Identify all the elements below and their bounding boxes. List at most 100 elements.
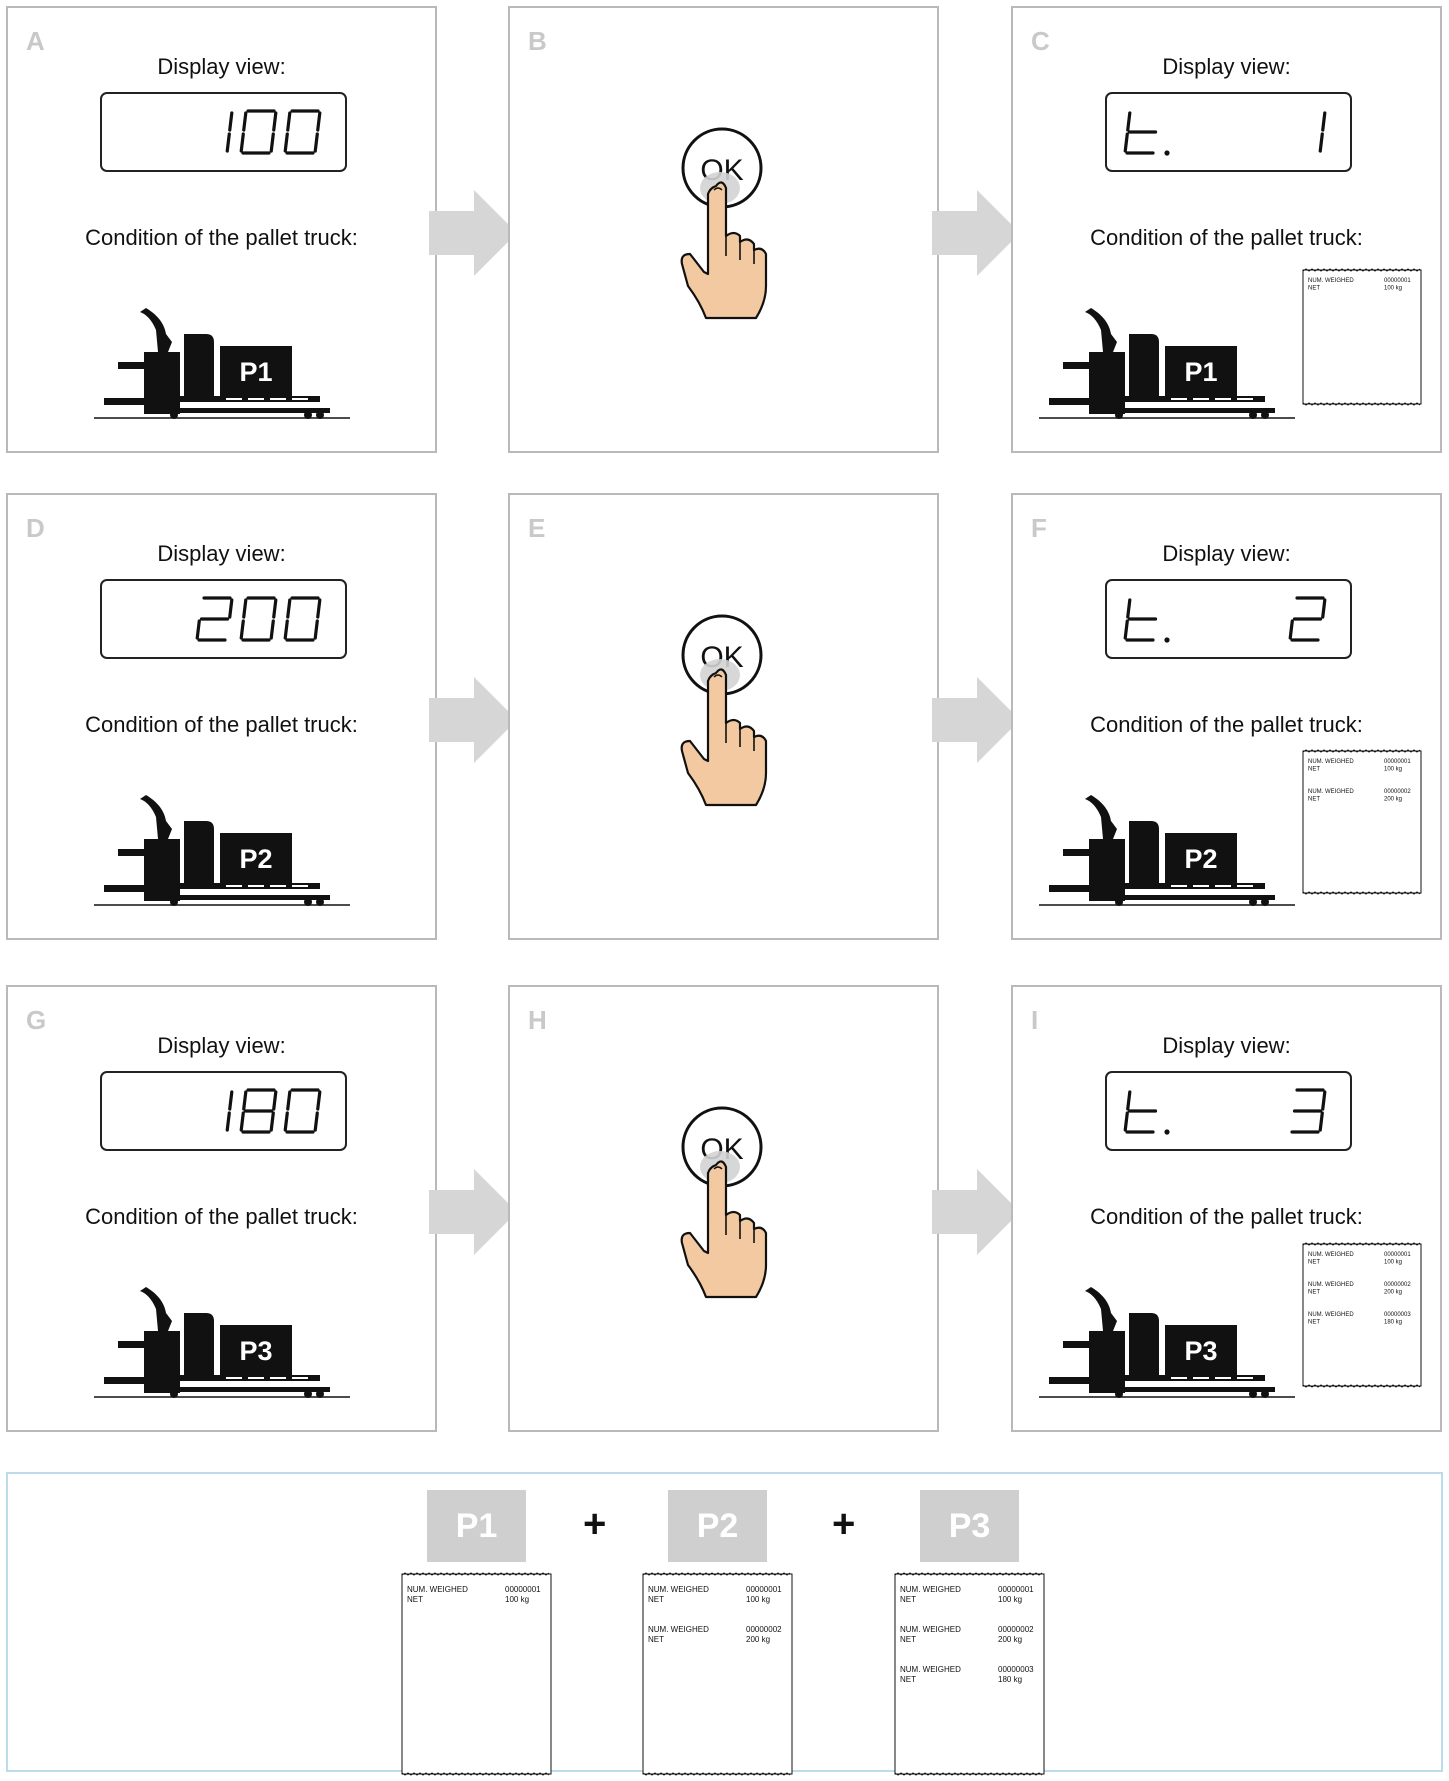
truck-foot: [104, 885, 150, 892]
pallet-truck-icon: P1: [94, 308, 352, 428]
hand-shape: [680, 1160, 768, 1299]
fork-slot: [226, 398, 242, 400]
display-segment: [239, 132, 245, 153]
receipt-text: 00000001: [746, 1585, 782, 1594]
pallet-label: P1: [239, 357, 272, 387]
truck-foot: [1049, 885, 1095, 892]
pallet-box: [1165, 833, 1237, 883]
receipt-text: NET: [648, 1635, 664, 1644]
panel-letter: F: [1031, 513, 1047, 543]
receipt-text: 180 kg: [1384, 1320, 1402, 1326]
display-caption: Display view:: [1162, 54, 1291, 79]
truck-wheel: [1249, 411, 1257, 419]
receipt-text: 100 kg: [1384, 767, 1402, 773]
receipt-text: NET: [1308, 1260, 1320, 1266]
receipt-text: 200 kg: [746, 1635, 770, 1644]
truck-wheel: [316, 898, 324, 906]
pallet-truck-icon: P1: [1039, 308, 1297, 428]
receipt-text: NET: [1308, 767, 1320, 773]
display-dot: [1164, 150, 1170, 156]
display-segment: [316, 598, 322, 619]
truck-wheel: [170, 411, 178, 419]
panel-d: D Display view: Condition of the pallet …: [6, 493, 437, 940]
panel-letter: E: [528, 513, 546, 543]
truck-arm: [118, 849, 146, 856]
receipt-paper: [642, 1573, 793, 1775]
receipt-tear-bottom: [1302, 891, 1421, 895]
display-segment: [269, 132, 275, 153]
truck-mast: [184, 1313, 214, 1375]
receipt-text: NUM. WEIGHED: [648, 1625, 709, 1634]
display-segment: [225, 1111, 231, 1132]
arrow-shape: [429, 190, 517, 276]
truck-wheel: [1261, 411, 1269, 419]
receipt-text: NUM. WEIGHED: [407, 1585, 468, 1594]
receipt-text: NUM. WEIGHED: [900, 1585, 961, 1594]
panel-g: G Display view: Condition of the pallet …: [6, 985, 437, 1432]
receipt-text: 100 kg: [998, 1595, 1022, 1604]
display-dot: [1164, 1129, 1170, 1135]
truck-wheel: [304, 411, 312, 419]
receipt-paper: [894, 1573, 1045, 1775]
fingernail: [713, 187, 723, 191]
hand-shape: [680, 668, 768, 807]
display-segment: [1321, 598, 1327, 619]
display-segment: [272, 598, 278, 619]
truck-wheel: [170, 1390, 178, 1398]
display-caption: Display view:: [157, 1033, 286, 1058]
pallet-label: P2: [1184, 844, 1217, 874]
receipt-tear-bottom: [1302, 1384, 1421, 1388]
plus-sign: +: [583, 1502, 607, 1546]
condition-caption: Condition of the pallet truck:: [1090, 1204, 1363, 1229]
truck-wheel: [1261, 1390, 1269, 1398]
receipt-text: NET: [900, 1675, 916, 1684]
pallet-box: [220, 833, 292, 883]
truck-foot: [104, 398, 150, 405]
display-segment: [1126, 598, 1132, 619]
arrow-icon: [429, 190, 517, 281]
display-segment: [1318, 1111, 1324, 1132]
scale-display: [1105, 1071, 1352, 1151]
panel-letter: H: [528, 1005, 547, 1035]
panel-b: B OK: [508, 6, 939, 453]
receipt-text: 100 kg: [505, 1595, 529, 1604]
display-segment: [228, 1090, 234, 1111]
fork-slot: [248, 1377, 264, 1379]
receipt-text: NET: [407, 1595, 423, 1604]
panel-letter: D: [26, 513, 45, 543]
seven-segment-readout: [225, 1088, 322, 1134]
display-caption: Display view:: [1162, 1033, 1291, 1058]
condition-caption: Condition of the pallet truck:: [1090, 712, 1363, 737]
truck-arm: [1063, 1341, 1091, 1348]
finger-lines: [725, 236, 755, 264]
truck-handle: [1085, 308, 1117, 352]
truck-wheel: [1249, 898, 1257, 906]
fork-slot: [1193, 398, 1209, 400]
pallet-box: [220, 1325, 292, 1375]
truck-mast: [1129, 334, 1159, 396]
truck-wheel: [1115, 898, 1123, 906]
truck-handle: [140, 308, 172, 352]
display-segment: [242, 1090, 248, 1111]
scale-display: [100, 92, 347, 172]
receipt-text: NUM. WEIGHED: [648, 1585, 709, 1594]
receipt-text: NUM. WEIGHED: [900, 1665, 961, 1674]
fingernail: [713, 1166, 723, 1170]
display-segment: [313, 619, 319, 640]
display-segment: [242, 111, 248, 132]
display-segment: [286, 598, 292, 619]
receipt-text: NET: [1308, 1290, 1320, 1296]
receipt-text: NET: [1308, 286, 1320, 292]
scale-display: [100, 1071, 347, 1151]
display-segment: [313, 132, 319, 153]
condition-caption: Condition of the pallet truck:: [85, 1204, 358, 1229]
fingernail: [713, 674, 723, 678]
receipt-text: 100 kg: [1384, 1260, 1402, 1266]
pallet-label: P1: [1184, 357, 1217, 387]
finger-lines: [725, 723, 755, 751]
fork-slot: [1215, 398, 1231, 400]
panel-i: I Display view: Condition of the pallet …: [1011, 985, 1442, 1432]
